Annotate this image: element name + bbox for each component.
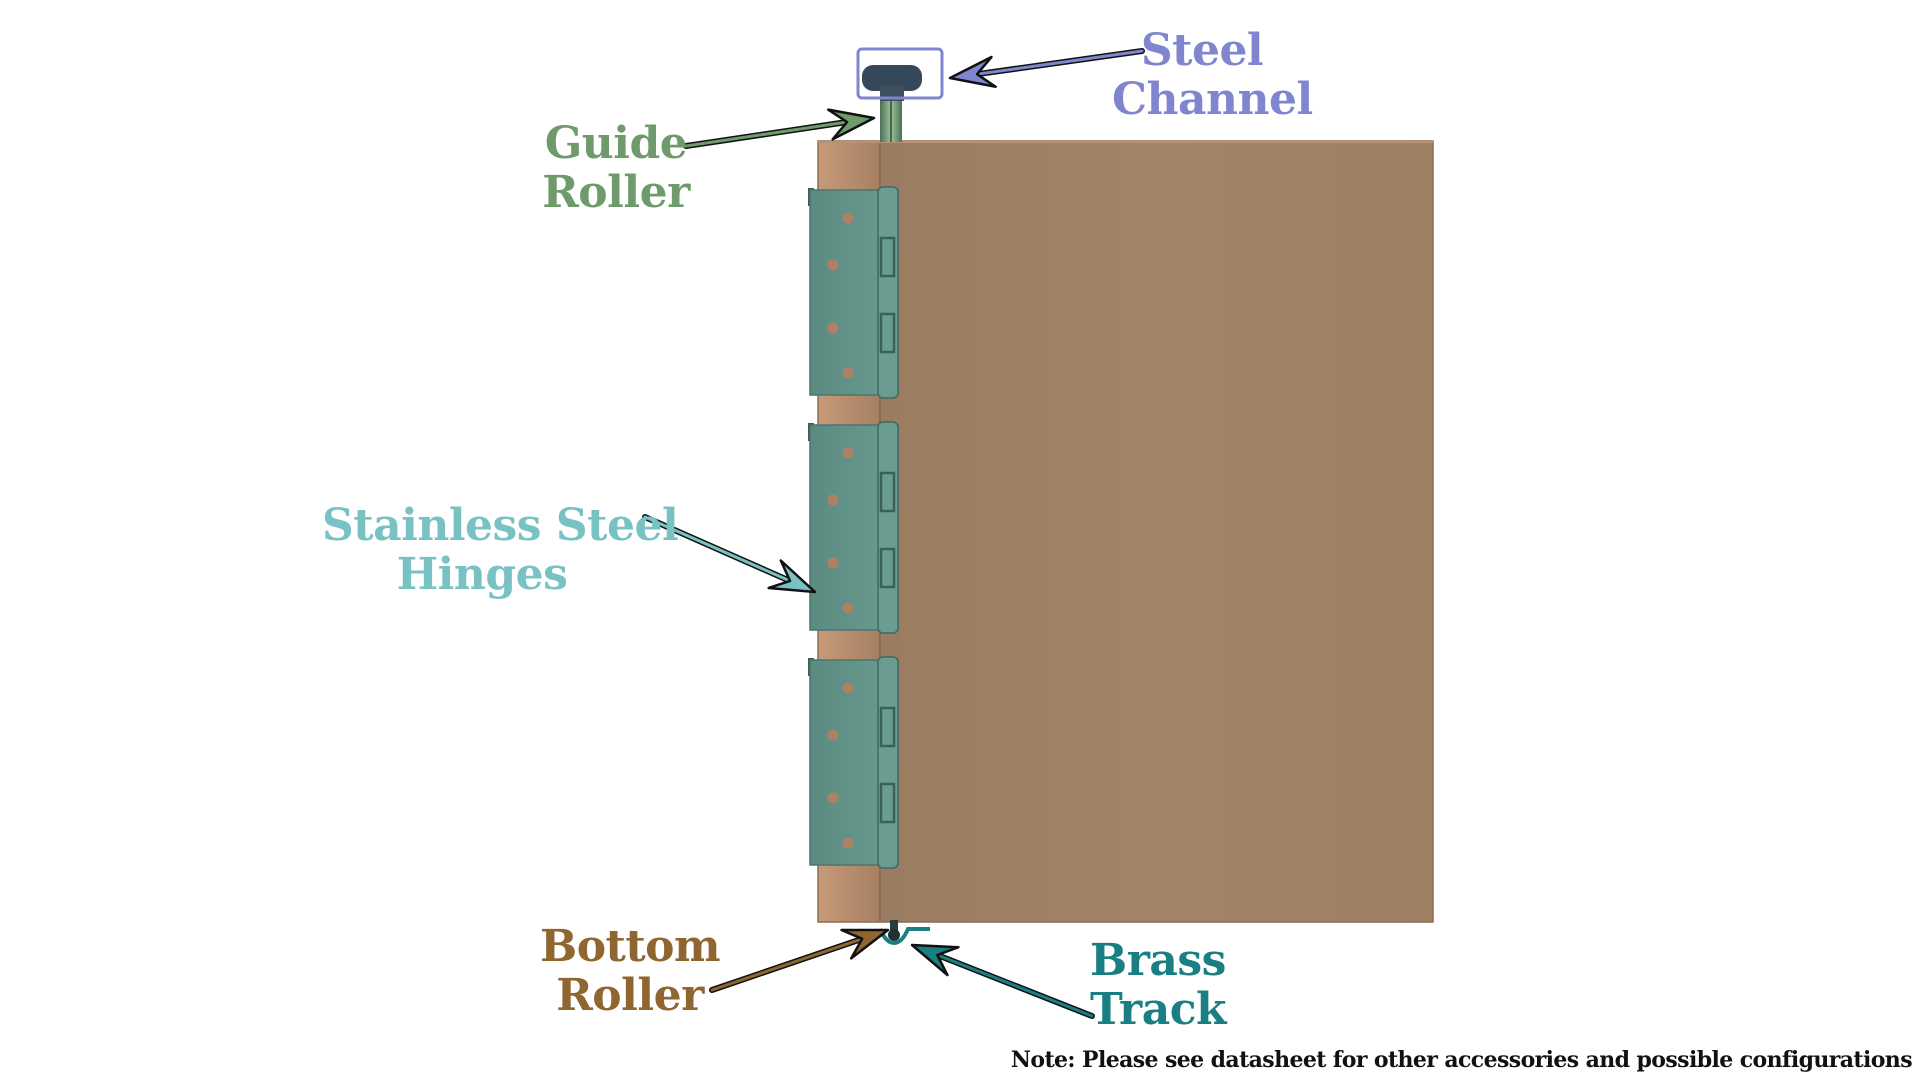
- bottom-roller-label-line1: Bottom: [540, 921, 721, 972]
- door-panel: [817, 140, 1434, 923]
- hinge-screw-hole: [842, 447, 854, 459]
- stainless-hinges-arrow: [642, 514, 817, 594]
- guide-roller-arrow: [683, 108, 876, 149]
- bottom-roller-arrow: [709, 928, 890, 993]
- bottom-roller-label-line2: Roller: [556, 970, 704, 1021]
- guide-roller-cap: [862, 65, 922, 91]
- hinge-screw-hole: [842, 837, 854, 849]
- datasheet-note: Note: Please see datasheet for other acc…: [1010, 1047, 1913, 1073]
- brass-track-shape: [878, 927, 930, 946]
- hinge-screw-hole: [842, 367, 854, 379]
- hinge: [808, 421, 899, 634]
- hinge-slot: [879, 782, 896, 824]
- steel-channel-arrow: [948, 48, 1145, 88]
- hinge: [808, 186, 899, 399]
- hinge-screw-hole: [827, 322, 839, 334]
- stainless-hinges-label-line2: Hinges: [396, 549, 568, 600]
- brass-track-label-line1: Brass: [1090, 935, 1226, 986]
- hinge-slot: [879, 547, 896, 589]
- hinge-screw-hole: [827, 557, 839, 569]
- guide-roller-label-line2: Roller: [542, 167, 690, 218]
- guide-roller-label: Guide Roller: [536, 119, 696, 217]
- guide-roller-assembly: [856, 47, 944, 142]
- door-face: [880, 141, 1433, 922]
- steel-channel-outline: [856, 47, 944, 100]
- hinge-screw-hole: [827, 494, 839, 506]
- hinge-screw-hole: [842, 682, 854, 694]
- stainless-hinges-label: Stainless Steel Hinges: [322, 500, 679, 600]
- hinge-screw-hole: [842, 602, 854, 614]
- hinge-screw-hole: [842, 212, 854, 224]
- steel-channel-label-line2: Channel: [1112, 74, 1313, 125]
- brass-track-arrow: [910, 943, 1095, 1019]
- hinge-slot: [879, 236, 896, 278]
- hinge: [808, 656, 899, 869]
- hinge-slot: [879, 312, 896, 354]
- steel-channel-label-line1: Steel: [1140, 25, 1264, 76]
- guide-roller-label-line1: Guide: [544, 118, 688, 169]
- hinge-screw-hole: [827, 792, 839, 804]
- brass-track-label-line2: Track: [1090, 984, 1227, 1035]
- hinges: [808, 186, 899, 869]
- callout-arrows: [642, 48, 1145, 1019]
- hinge-slot: [879, 706, 896, 748]
- hinge-knuckle: [877, 186, 899, 399]
- bottom-roller-label: Bottom Roller: [540, 921, 721, 1021]
- brass-track-label: Brass Track: [1090, 935, 1227, 1035]
- bottom-roller-assembly: [878, 920, 930, 946]
- hinge-knuckle: [877, 656, 899, 869]
- hinge-knuckle: [877, 421, 899, 634]
- stainless-hinges-label-line1: Stainless Steel: [322, 500, 679, 551]
- hinge-screw-hole: [827, 259, 839, 271]
- hinge-screw-hole: [827, 729, 839, 741]
- bottom-roller-wheel: [888, 929, 900, 941]
- hinge-slot: [879, 471, 896, 513]
- steel-channel-label: Steel Channel: [1112, 25, 1313, 125]
